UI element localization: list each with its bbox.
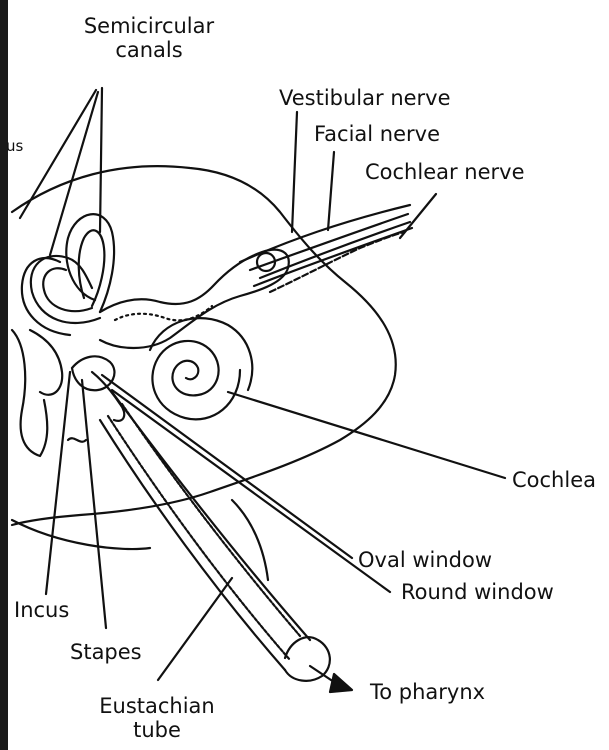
leader-vestibular xyxy=(292,112,297,232)
leader-facial xyxy=(328,152,334,230)
facial-nerve-line xyxy=(260,222,410,278)
cochlea-spiral xyxy=(152,341,240,419)
cochlea-outer xyxy=(150,318,252,390)
leader-eustachian xyxy=(158,578,232,680)
leader-incus xyxy=(46,372,70,594)
pharynx-arrow-head xyxy=(330,674,352,692)
vestibule xyxy=(100,250,289,348)
superior-canal-inner xyxy=(79,230,105,306)
label-facial-nerve: Facial nerve xyxy=(314,122,440,146)
label-semicircular-canals-line1: Semicircular xyxy=(74,14,224,38)
leader-oval xyxy=(102,375,352,558)
superior-canal xyxy=(66,214,114,312)
leader-cochlea xyxy=(228,392,505,478)
label-cochlear-nerve: Cochlear nerve xyxy=(365,160,525,184)
leader-round xyxy=(112,390,390,592)
label-to-pharynx: To pharynx xyxy=(370,680,485,704)
label-oval-window: Oval window xyxy=(358,548,492,572)
lower-bone-outline xyxy=(12,520,150,549)
label-incus: Incus xyxy=(14,598,69,622)
leader-canals-1 xyxy=(100,88,102,232)
label-stapes: Stapes xyxy=(70,640,142,664)
label-eustachian-tube-line2: tube xyxy=(92,718,222,742)
tube-outer-top xyxy=(112,392,310,640)
leader-stapes xyxy=(82,380,106,628)
label-cut-fragment: us xyxy=(6,134,23,158)
tilde-mark xyxy=(68,438,86,441)
label-cochlea: Cochlea xyxy=(512,468,596,492)
posterior-canal xyxy=(31,256,100,323)
label-semicircular-canals-line2: canals xyxy=(74,38,224,62)
leader-canals-3 xyxy=(20,90,96,218)
label-eustachian-tube: Eustachian tube xyxy=(92,694,222,742)
label-round-window: Round window xyxy=(401,580,554,604)
label-vestibular-nerve: Vestibular nerve xyxy=(279,86,451,110)
incus-body xyxy=(30,330,62,395)
label-eustachian-tube-line1: Eustachian xyxy=(92,694,222,718)
label-semicircular-canals: Semicircular canals xyxy=(74,14,224,62)
